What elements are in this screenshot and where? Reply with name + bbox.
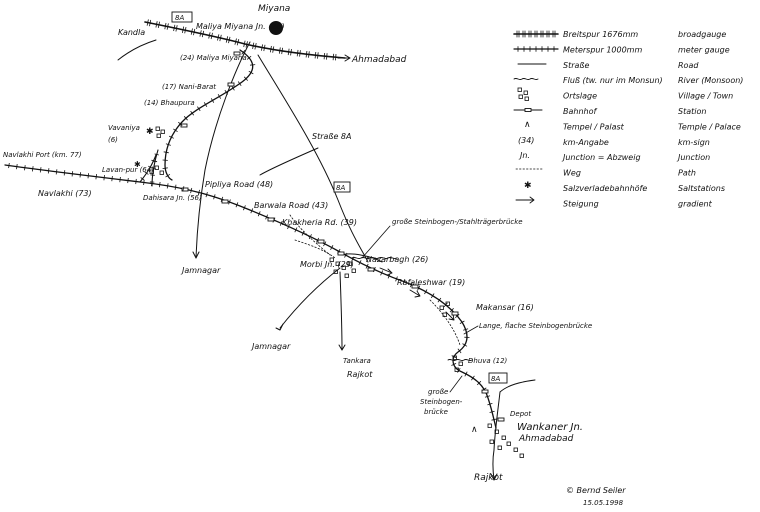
credit-author: © Bernd Seiler (566, 486, 626, 495)
meter-gauge-ticks-coast (8, 162, 497, 421)
destination-arrows (192, 54, 498, 481)
label-ahmadabad-bottom: Ahmadabad (518, 434, 574, 444)
temple-mark-wankaner: ∧ (471, 425, 478, 435)
legend-de-km: km-Angabe (563, 138, 609, 147)
broad-gauge-ticks (146, 19, 337, 61)
label-maliya-jn: Maliya Miyana Jn. (26) (196, 22, 285, 31)
stations (180, 51, 505, 422)
label-nani-barat: (17) Nani-Barat (162, 83, 216, 91)
label-jamnagar-2: Jamnagar (250, 342, 291, 351)
legend: ∧ (34) Jn. ✱ Breitspur 1676mm broadgaugeM… (513, 30, 743, 208)
legend-en-km: km-sign (678, 138, 710, 147)
legend-en-metergauge: meter gauge (678, 45, 730, 54)
credit: © Bernd Seiler 15.05.1998 (566, 486, 626, 507)
label-navlakhi-port: Navlakhi Port (km. 77) (3, 151, 82, 159)
legend-de-river: Fluß (tw. nur im Monsun) (563, 76, 663, 85)
legend-symbol-temple: ∧ (524, 120, 531, 130)
annotation-long-bridge: Lange, flache Steinbogenbrücke (479, 322, 592, 330)
label-kandla: Kandla (118, 28, 145, 37)
label-tankara: Tankara (343, 357, 371, 365)
label-jamnagar-1: Jamnagar (180, 266, 221, 275)
road-shields: 8A 8A 8A (171, 11, 508, 384)
legend-de-path: Weg (563, 169, 581, 178)
label-bhaupura: (14) Bhaupura (144, 99, 195, 107)
label-morbi: Morbi Jn. (29) (300, 260, 354, 269)
legend-symbol-village (517, 87, 529, 101)
legend-de-station: Bahnhof (563, 107, 597, 116)
legend-symbol-km: (34) (518, 136, 534, 145)
road-shield-bottom: 8A (491, 375, 500, 383)
meter-gauge-ticks-navlakhi (140, 159, 156, 181)
label-piplia-road: Pipliya Road (48) (205, 180, 273, 189)
label-miyana: Miyana (258, 4, 290, 14)
saltstation-mark-vavaniya: ✱ (146, 127, 154, 137)
label-dahisara: Dahisara Jn. (56) (143, 194, 202, 202)
road-shield-top: 8A (175, 14, 184, 22)
legend-de-gradient: Steigung (563, 199, 599, 208)
place-labels: Miyana Maliya Miyana Jn. (26) Kandla (24… (3, 4, 583, 483)
gradient-arrows (379, 267, 455, 321)
label-maliya-miyana: (24) Maliya Miyana (180, 54, 247, 62)
legend-en-broadgauge: broadgauge (678, 30, 726, 39)
legend-symbol-saltstation: ✱ (524, 181, 532, 191)
rivers (351, 256, 473, 362)
label-wankaner: Wankaner Jn. (517, 422, 583, 433)
legend-de-junction: Junction = Abzweig (561, 153, 641, 162)
label-strasse: Straße 8A (312, 132, 351, 141)
meter-gauge-railway (4, 49, 497, 429)
annotation-big-bridge: große Steinbogen-/Stahlträgerbrücke (392, 218, 523, 226)
label-lavan-pur: Lavan-pur (64) (102, 166, 154, 174)
label-navlakhi: Navlakhi (73) (38, 189, 92, 198)
legend-de-village: Ortslage (563, 92, 597, 101)
villages (149, 126, 524, 458)
label-rajkot-1: Rajkot (347, 370, 373, 379)
label-dhuva: Dhuva (12) (468, 357, 508, 365)
annotation-grosse-1: große (428, 388, 448, 396)
miyana-town-dot (269, 21, 283, 35)
credit-date: 15.05.1998 (583, 499, 624, 507)
legend-symbol-river (513, 77, 539, 81)
label-vavaniya: Vavaniya (108, 124, 140, 132)
annotation-grosse-3: brücke (424, 408, 448, 416)
legend-en-temple: Temple / Palace (678, 122, 741, 131)
label-ahmadabad-top: Ahmadabad (351, 55, 407, 65)
legend-de-road: Straße (563, 61, 589, 70)
legend-symbol-station (513, 108, 543, 112)
label-rafaleshwar: Rafaleshwar (19) (397, 278, 465, 287)
label-vavaniya-km: (6) (108, 136, 118, 144)
label-khakhera: Khakheria Rd. (39) (282, 218, 357, 227)
annotation-grosse-2: Steinbogen- (420, 398, 463, 406)
legend-de-temple: Tempel / Palast (563, 122, 625, 131)
legend-en-river: River (Monsoon) (678, 76, 743, 85)
legend-en-road: Road (678, 61, 699, 70)
legend-en-station: Station (678, 107, 706, 116)
legend-de-saltstation: Salzverladebahnhöfe (563, 184, 647, 193)
legend-en-village: Village / Town (678, 92, 733, 101)
legend-gauge-ticks (516, 30, 556, 52)
legend-en-gradient: gradient (678, 199, 713, 208)
label-rajkot-2: Rajkot (474, 473, 503, 483)
label-barwala-road: Barwala Road (43) (254, 201, 328, 210)
annotations: große Steinbogen-/Stahlträgerbrücke Lang… (361, 218, 592, 416)
label-makansar: Makansar (16) (476, 303, 534, 312)
label-depot: Depot (510, 410, 531, 418)
legend-en-junction: Junction (676, 153, 710, 162)
legend-de-metergauge: Meterspur 1000mm (563, 45, 642, 54)
legend-symbol-junction: Jn. (518, 151, 530, 160)
legend-en-path: Path (678, 169, 696, 178)
legend-en-saltstation: Saltstations (678, 184, 725, 193)
road-shield-mid: 8A (336, 184, 345, 192)
label-nazarbagh: Nazarbagh (26) (366, 255, 428, 264)
meter-gauge-ticks-main (162, 50, 256, 178)
paths (289, 214, 461, 346)
saltstation-mark-lavanpur: ✱ (134, 160, 141, 169)
legend-de-broadgauge: Breitspur 1676mm (563, 30, 638, 39)
legend-symbol-gradient (515, 196, 535, 204)
